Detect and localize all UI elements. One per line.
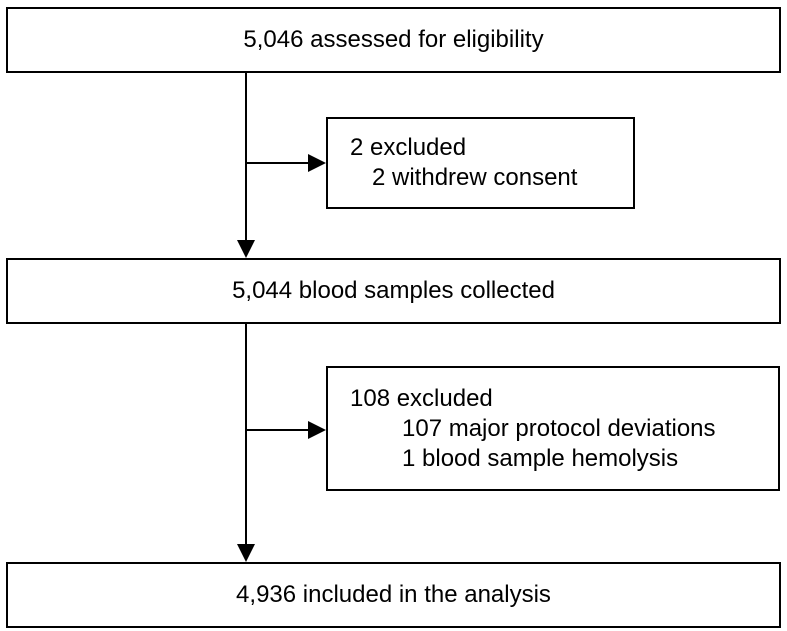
included-text: 4,936 included in the analysis	[236, 581, 551, 608]
assessed-box: 5,046 assessed for eligibility	[6, 7, 781, 73]
exclusion-box-2: 108 excluded 107 major protocol deviatio…	[326, 366, 780, 491]
exclusion-box-1: 2 excluded 2 withdrew consent	[326, 117, 635, 209]
included-box: 4,936 included in the analysis	[6, 562, 781, 628]
exclusion-2-reason-2: 1 blood sample hemolysis	[402, 444, 679, 472]
exclusion-2-title: 108 excluded	[350, 384, 493, 412]
exclusion-1-title: 2 excluded	[350, 134, 467, 161]
collected-box: 5,044 blood samples collected	[6, 258, 781, 324]
arrowhead-down-1	[237, 240, 255, 258]
collected-text: 5,044 blood samples collected	[232, 277, 555, 304]
arrowhead-right-1	[308, 154, 326, 172]
assessed-text: 5,046 assessed for eligibility	[243, 26, 544, 53]
exclusion-2-reason-1: 107 major protocol deviations	[402, 414, 716, 442]
arrowhead-right-2	[308, 421, 326, 439]
arrowhead-down-2	[237, 544, 255, 562]
exclusion-1-reason-1: 2 withdrew consent	[372, 164, 578, 191]
